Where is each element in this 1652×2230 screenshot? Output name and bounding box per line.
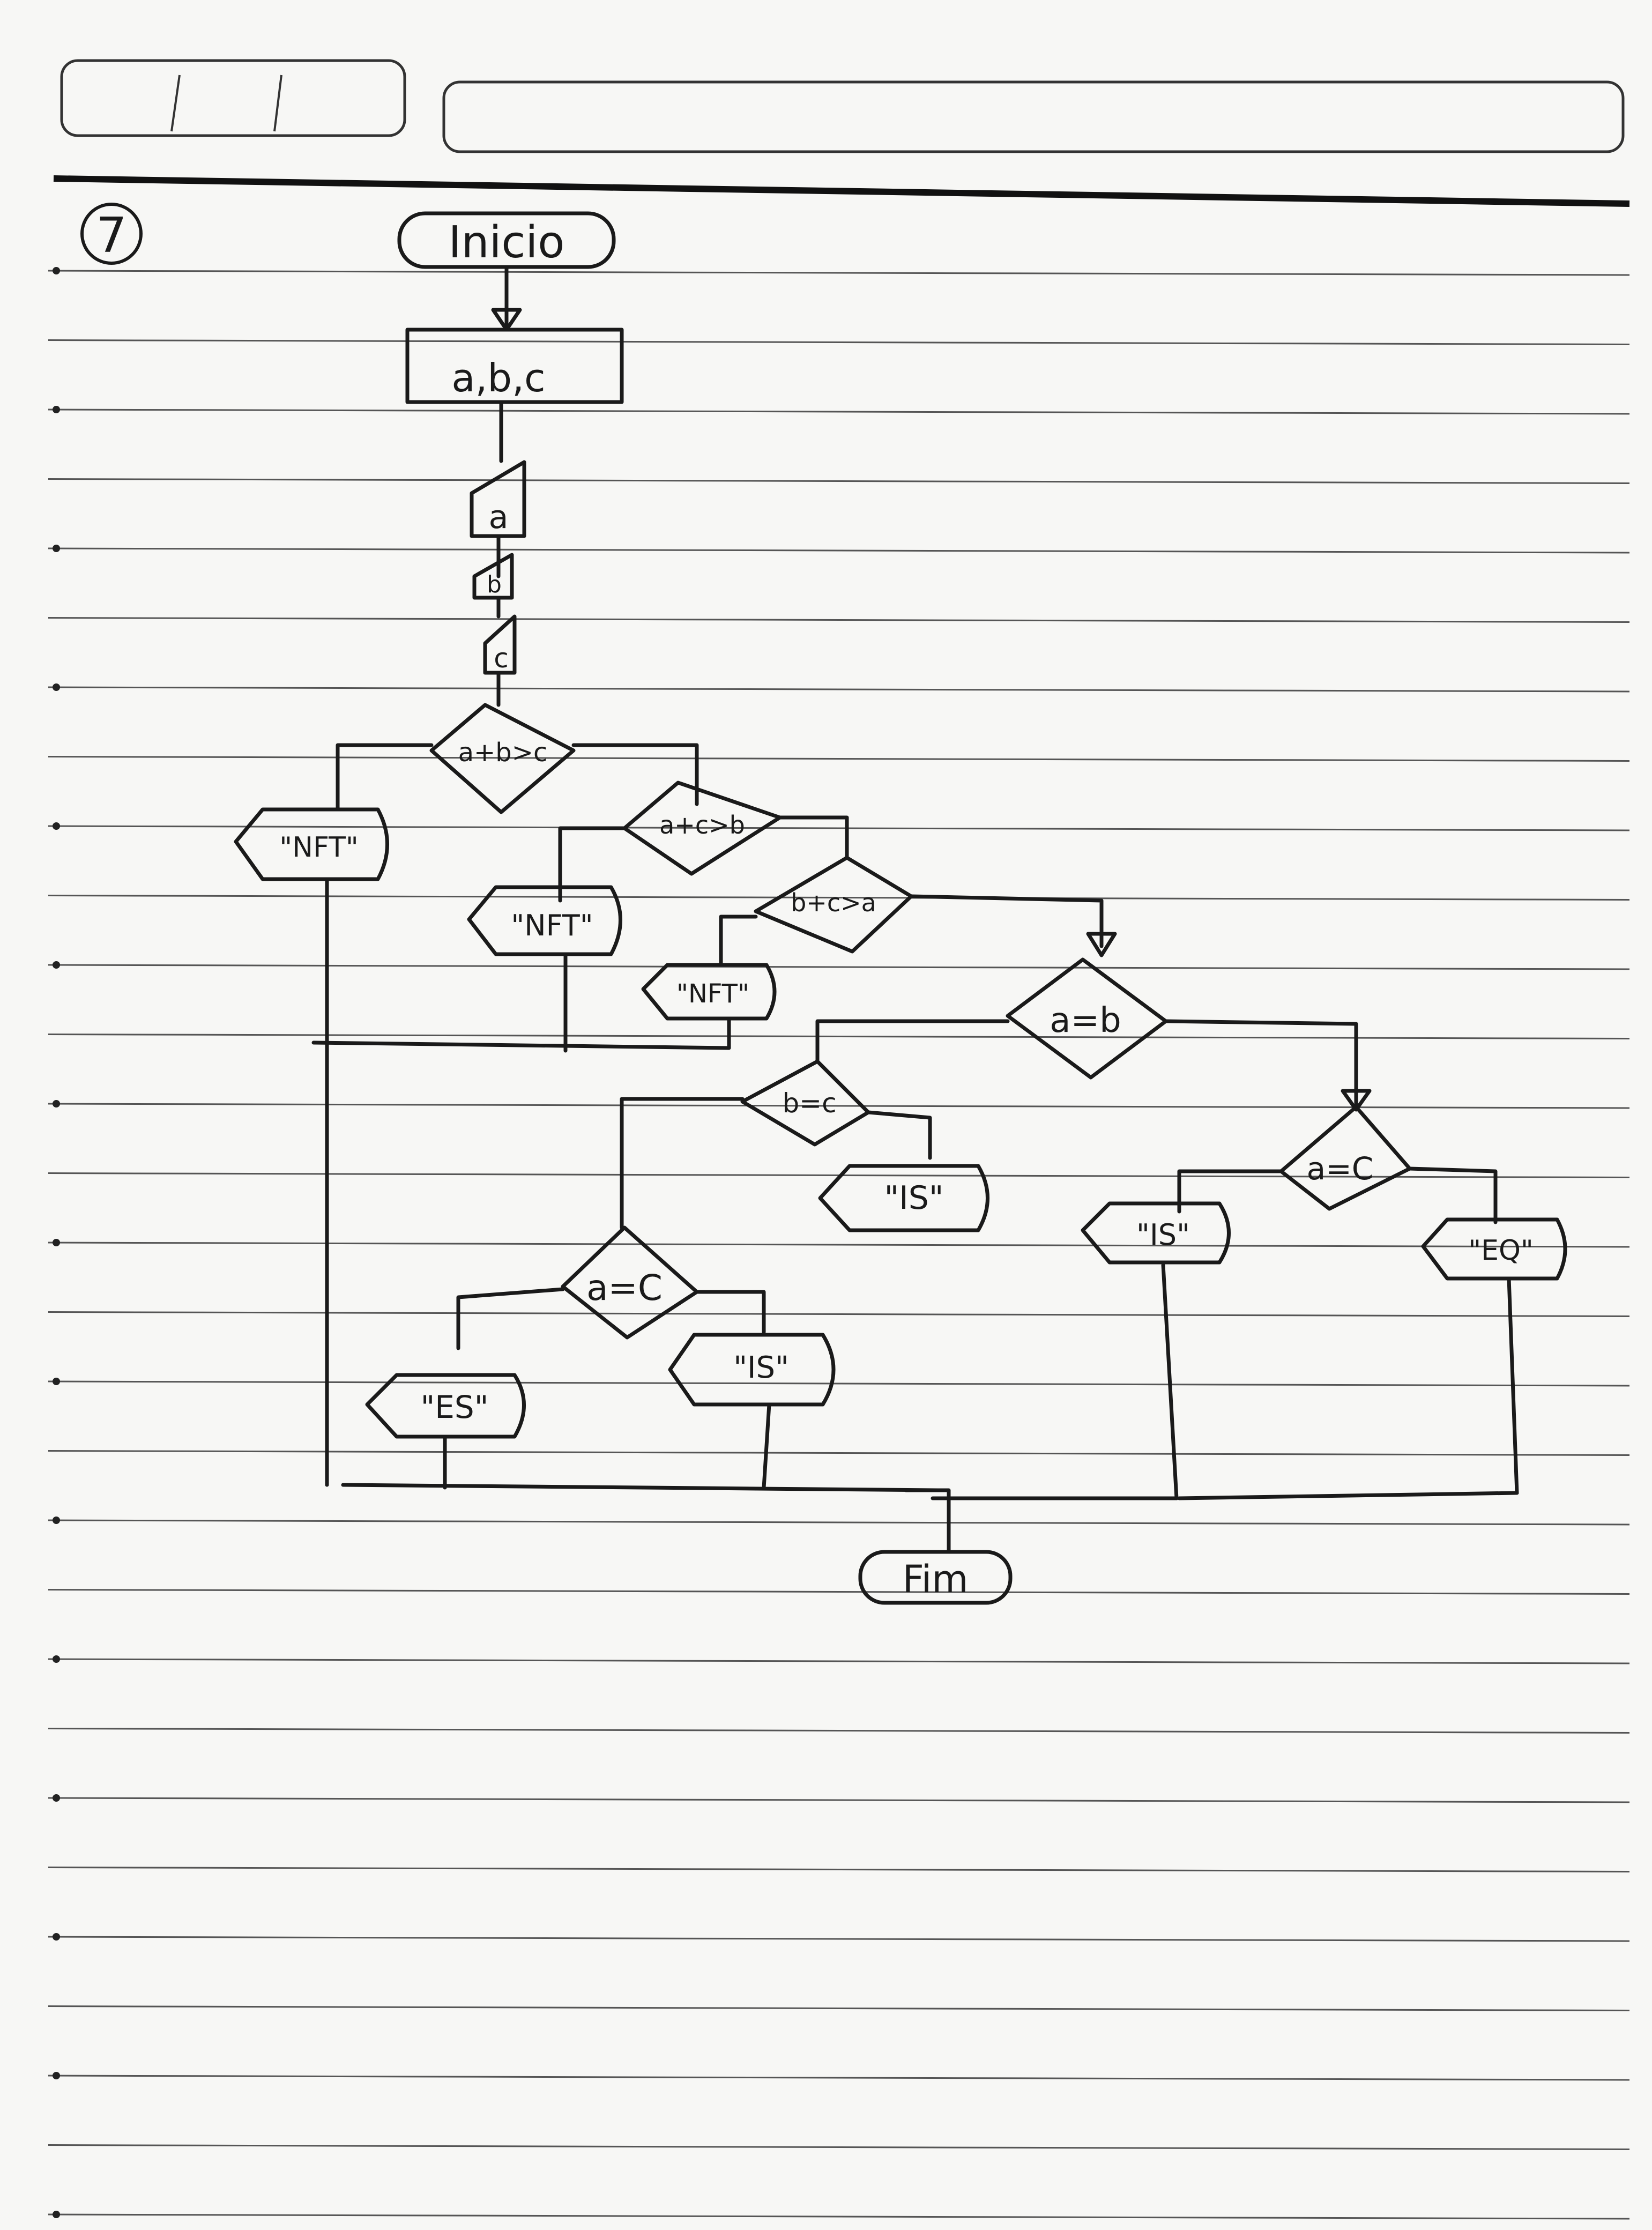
- margin-dot: [53, 1239, 60, 1246]
- ruled-line: [48, 2144, 1630, 2150]
- cond-ac-right-diamond: [1279, 1105, 1412, 1211]
- ruled-line: [48, 1797, 1630, 1803]
- margin-dot: [53, 683, 60, 691]
- out-nft3-shape: [641, 963, 777, 1021]
- cond3-label: b+c>a: [791, 888, 876, 917]
- start-terminal: [397, 211, 616, 269]
- cond-ac-right-label: a=C: [1307, 1150, 1374, 1187]
- ruled-line: [48, 1034, 1630, 1039]
- header-rule: [53, 175, 1630, 207]
- margin-dot: [53, 545, 60, 552]
- out-nft1-label: "NFT": [279, 831, 359, 864]
- read-b-box: [472, 553, 514, 600]
- read-a-box: [470, 460, 526, 538]
- ruled-line: [48, 1103, 1630, 1109]
- read-c-box: [483, 614, 517, 675]
- ruled-line: [48, 339, 1630, 345]
- out-is2-shape: [1081, 1201, 1231, 1265]
- ruled-line: [48, 1311, 1630, 1317]
- ruled-line: [48, 1936, 1630, 1942]
- ruled-line: [48, 825, 1630, 831]
- margin-dot: [53, 961, 60, 969]
- ruled-line: [48, 686, 1630, 693]
- ruled-line: [48, 1867, 1630, 1872]
- out-is1-label: "IS": [884, 1179, 944, 1217]
- node-labels: Inicio a,b,c a b c a+b>c a+c>b b+c>a "NF…: [279, 217, 1534, 1601]
- ruled-line: [48, 2005, 1630, 2011]
- input-box: [405, 328, 624, 404]
- read-a-label: a: [489, 499, 509, 536]
- out-nft3-label: "NFT": [676, 979, 749, 1009]
- ruled-line: [48, 478, 1630, 484]
- margin-dot: [53, 406, 60, 413]
- margin-dot: [53, 822, 60, 830]
- page-number-text: 7: [96, 207, 126, 264]
- cond-ac-left-label: a=C: [586, 1267, 663, 1309]
- out-is3-shape: [668, 1333, 836, 1407]
- cond3-diamond: [754, 856, 913, 954]
- end-terminal: [858, 1550, 1013, 1605]
- out-is3-label: "IS": [733, 1350, 789, 1385]
- ruled-line: [48, 1450, 1630, 1456]
- margin-dot: [53, 1517, 60, 1524]
- date-box: [60, 59, 406, 137]
- input-label: a,b,c: [451, 355, 545, 400]
- read-c-label: c: [494, 643, 509, 674]
- cond1-label: a+b>c: [458, 738, 548, 768]
- cond-ab-label: a=b: [1050, 1001, 1121, 1040]
- ruled-line: [48, 1380, 1630, 1387]
- ruled-line: [48, 1728, 1630, 1734]
- cond-ac-left-diamond: [561, 1225, 699, 1340]
- cond-ab-diamond: [1006, 957, 1168, 1080]
- ruled-line: [48, 408, 1630, 415]
- out-eq-label: "EQ": [1468, 1235, 1534, 1267]
- start-label: Inicio: [449, 217, 565, 268]
- margin-dot: [53, 1794, 60, 1802]
- ruled-line: [48, 1658, 1630, 1664]
- ruled-lines: [48, 267, 1630, 2220]
- out-nft2-shape: [467, 885, 622, 956]
- title-box: [442, 80, 1625, 153]
- cond2-label: a+c>b: [659, 811, 745, 839]
- end-label: Fim: [903, 1557, 969, 1601]
- out-es-shape: [365, 1373, 526, 1439]
- ruled-line: [48, 2075, 1630, 2081]
- page-number: 7: [80, 203, 143, 265]
- margin-dot: [53, 267, 60, 274]
- cond-bc-diamond: [740, 1059, 870, 1147]
- out-es-label: "ES": [421, 1389, 489, 1425]
- out-is1-shape: [818, 1164, 989, 1232]
- margin-dot: [53, 1933, 60, 1941]
- ruled-line: [48, 547, 1630, 554]
- cond2-diamond: [622, 780, 782, 876]
- ruled-line: [48, 895, 1630, 901]
- margin-dot: [53, 2072, 60, 2079]
- read-b-label: b: [487, 571, 502, 598]
- margin-dot: [53, 2211, 60, 2218]
- out-eq-shape: [1421, 1217, 1567, 1281]
- ruled-line: [48, 1519, 1630, 1526]
- ruled-line: [48, 1589, 1630, 1595]
- ruled-line: [48, 756, 1630, 762]
- margin-dot: [53, 1100, 60, 1107]
- ruled-line: [48, 617, 1630, 623]
- out-nft2-label: "NFT": [511, 909, 593, 942]
- ruled-line: [48, 964, 1630, 970]
- margin-dot: [53, 1655, 60, 1663]
- margin-dot: [53, 1378, 60, 1385]
- ruled-line: [48, 2213, 1630, 2220]
- out-is2-label: "IS": [1136, 1218, 1190, 1252]
- cond-bc-label: b=c: [782, 1088, 836, 1119]
- cond1-diamond: [429, 703, 576, 814]
- ruled-line: [48, 270, 1630, 276]
- ruled-line: [48, 1242, 1630, 1248]
- connectors: [311, 265, 1519, 1554]
- out-nft1-shape: [234, 807, 389, 881]
